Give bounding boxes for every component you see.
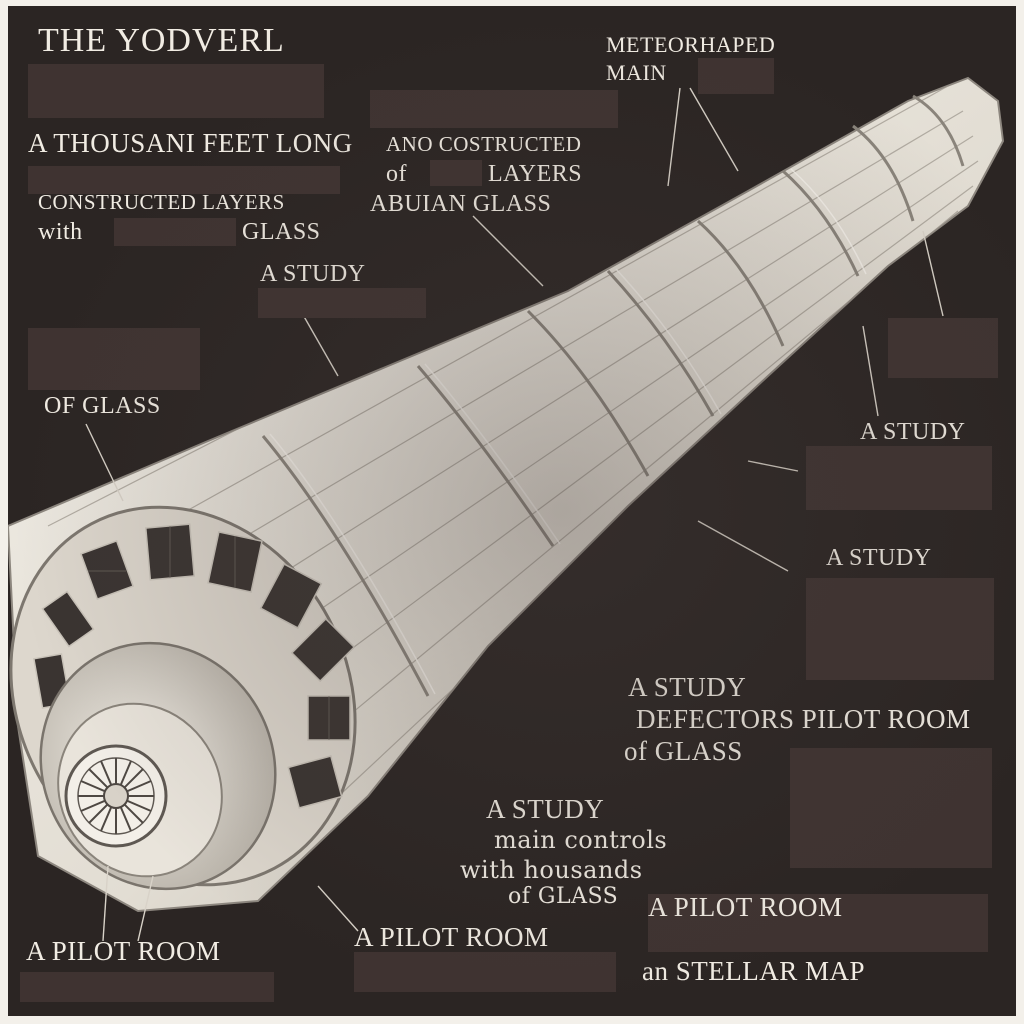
label-constructed-of: of	[386, 161, 407, 187]
redacted-block	[790, 748, 992, 868]
diagram-plate: THE YODVERL METEORHAPED MAIN A THOUSANI …	[8, 6, 1016, 1016]
label-pilot-room-right: A PILOT ROOM	[648, 892, 843, 922]
label-stellar-map: an STELLAR MAP	[642, 956, 865, 986]
diagram-title: THE YODVERL	[38, 22, 285, 59]
redacted-block	[258, 288, 426, 318]
label-study-low: A STUDY	[486, 794, 605, 824]
label-pilot-room-center: A PILOT ROOM	[354, 922, 549, 952]
label-study-upper: A STUDY	[260, 261, 366, 287]
label-meteor-line2: MAIN	[606, 60, 667, 85]
redacted-block	[370, 90, 618, 128]
redacted-block	[28, 166, 340, 194]
label-layers-with: with	[38, 219, 83, 245]
label-constructed-line1: ANO COSTRUCTED	[386, 132, 582, 156]
label-constructed-line3: ABUIAN GLASS	[370, 191, 552, 217]
label-constructed-layers: LAYERS	[488, 161, 583, 187]
label-study-mid: A STUDY	[628, 672, 747, 702]
redacted-block	[28, 64, 324, 118]
label-defectors: DEFECTORS PILOT ROOM	[636, 704, 971, 734]
label-pilot-room-left: A PILOT ROOM	[26, 936, 221, 966]
nose-turbine-icon	[64, 744, 168, 848]
redacted-block	[806, 446, 992, 510]
label-thousand-feet: A THOUSANI FEET LONG	[28, 128, 353, 158]
redacted-block	[648, 894, 988, 952]
label-layers-glass: GLASS	[242, 219, 321, 245]
redacted-block	[114, 218, 236, 246]
label-of-glass-mid: of GLASS	[624, 736, 743, 766]
redacted-block	[28, 328, 200, 390]
label-study-right2: A STUDY	[826, 545, 932, 571]
label-main-controls: main controls	[494, 826, 668, 854]
redacted-block	[806, 578, 994, 680]
leader-lines	[85, 87, 944, 942]
label-of-glass-left: OF GLASS	[44, 393, 161, 419]
redacted-block	[698, 58, 774, 94]
redacted-block	[354, 952, 616, 992]
redacted-block	[430, 160, 482, 186]
label-with-thousands: with housands	[460, 856, 643, 884]
label-study-right1: A STUDY	[860, 419, 966, 445]
label-layers-line1: CONSTRUCTED LAYERS	[38, 190, 285, 214]
label-of-glass-low: of GLASS	[508, 884, 619, 909]
redacted-block	[888, 318, 998, 378]
label-meteor-line1: METEORHAPED	[606, 32, 776, 57]
hull-illustration	[8, 76, 1005, 942]
redacted-block	[20, 972, 274, 1002]
